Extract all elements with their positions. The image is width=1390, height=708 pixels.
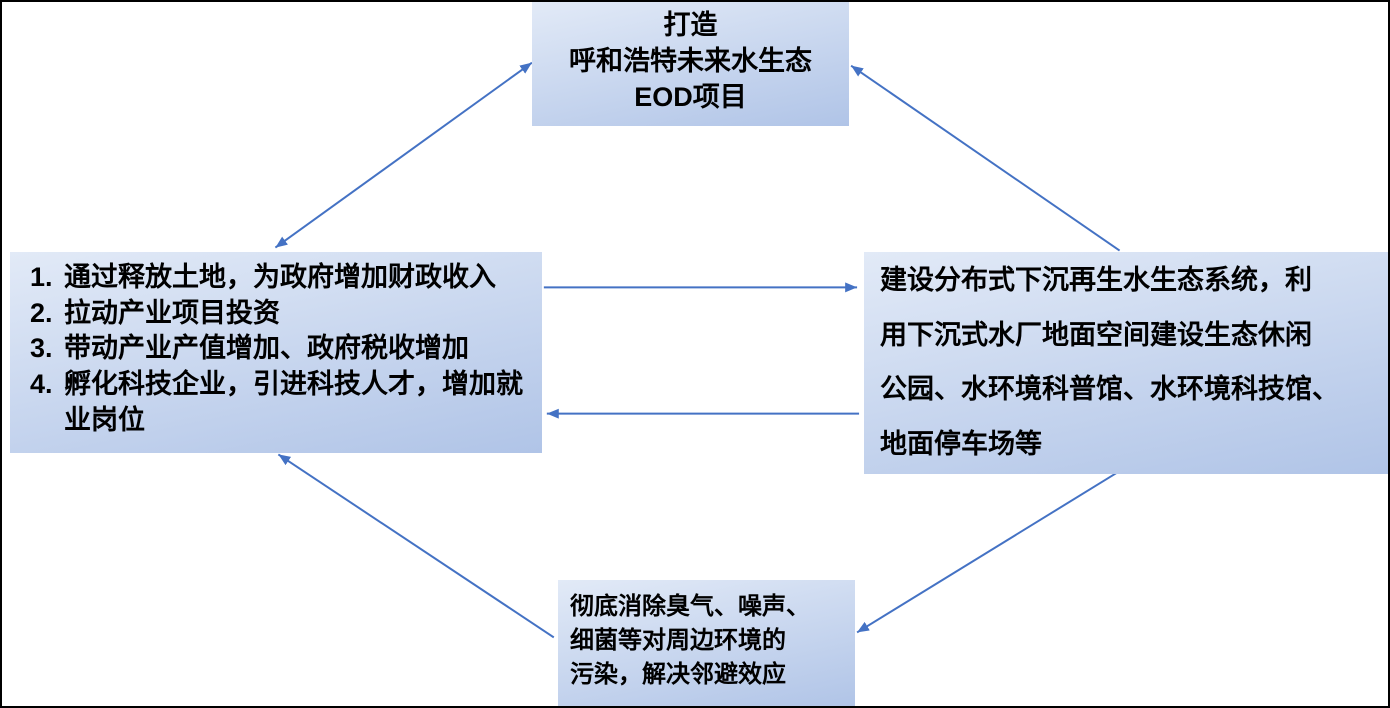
benefits-list: 通过释放土地，为政府增加财政收入拉动产业项目投资带动产业产值增加、政府税收增加孵… <box>24 260 528 438</box>
bottom-box-pollution-elimination: 彻底消除臭气、噪声、 细菌等对周边环境的 污染，解决邻避效应 <box>558 580 855 706</box>
top-box-line-2: 呼和浩特未来水生态 <box>569 45 812 76</box>
benefit-list-item: 孵化科技企业，引进科技人才，增加就业岗位 <box>60 367 528 438</box>
right-box-line-3: 公园、水环境科普馆、水环境科技馆、 <box>880 374 1339 405</box>
bottom-box-line-1: 彻底消除臭气、噪声、 <box>570 593 810 620</box>
arrow-top-box-left-box-double <box>274 61 533 249</box>
right-box-line-4: 地面停车场等 <box>880 428 1042 459</box>
benefit-list-item: 带动产业产值增加、政府税收增加 <box>60 331 528 367</box>
top-box-line-1: 打造 <box>663 10 718 40</box>
bottom-box-line-3: 污染，解决邻避效应 <box>570 661 786 689</box>
bottom-box-line-2: 细菌等对周边环境的 <box>570 627 786 655</box>
benefit-list-item: 拉动产业项目投资 <box>60 296 528 332</box>
arrow-right-box-to-top-box <box>850 64 1121 252</box>
right-box-line-1: 建设分布式下沉再生水生态系统，利 <box>880 265 1312 295</box>
right-box-line-2: 用下沉式水厂地面空间建设生态休闲 <box>880 319 1312 350</box>
left-box-benefits: 通过释放土地，为政府增加财政收入拉动产业项目投资带动产业产值增加、政府税收增加孵… <box>10 252 542 453</box>
benefit-list-item: 通过释放土地，为政府增加财政收入 <box>60 260 528 296</box>
arrow-bottom-box-to-left-box <box>277 453 555 639</box>
right-box-construction: 建设分布式下沉再生水生态系统，利 用下沉式水厂地面空间建设生态休闲 公园、水环境… <box>864 252 1388 474</box>
top-box-line-3: EOD项目 <box>634 81 747 112</box>
arrow-right-box-to-bottom-box <box>856 471 1119 634</box>
top-box-eod-project: 打造 呼和浩特未来水生态 EOD项目 <box>532 2 849 126</box>
